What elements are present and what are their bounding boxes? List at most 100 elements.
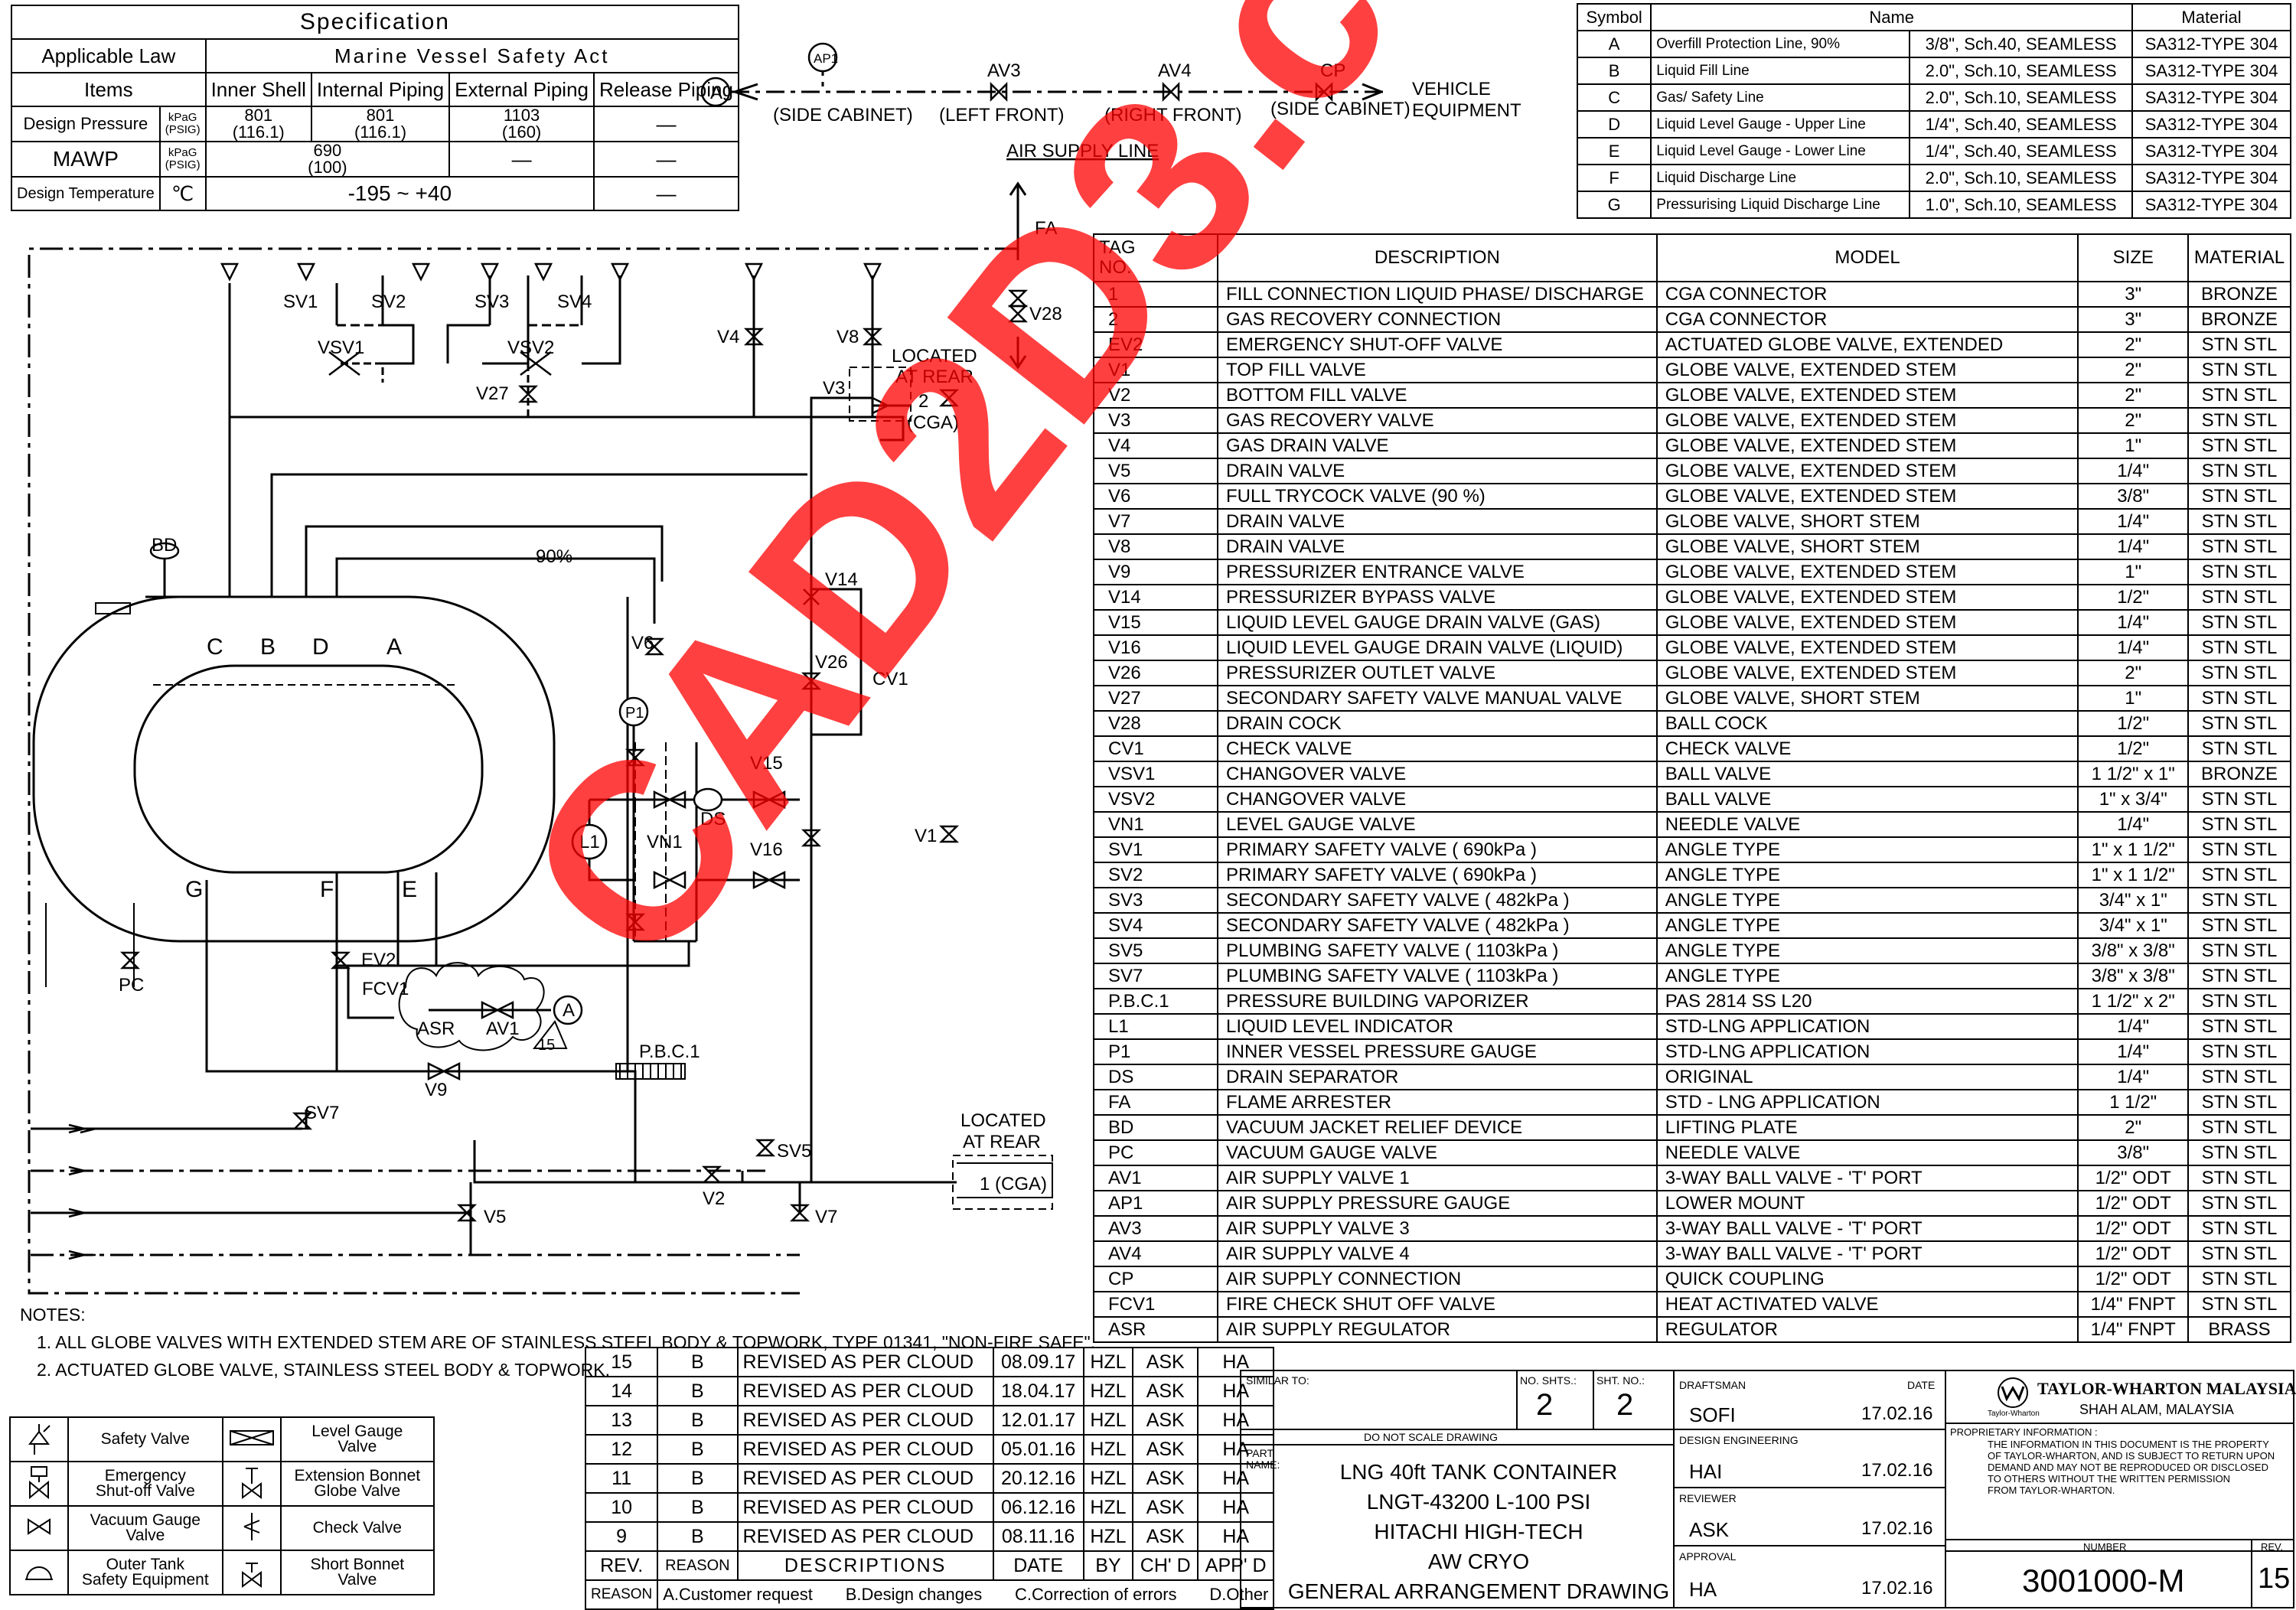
logo-small-text: Taylor-Wharton <box>1988 1410 2040 1418</box>
description-cell: EMERGENCY SHUT-OFF VALVE <box>1217 331 1658 358</box>
rev-date: 06.12.16 <box>992 1492 1084 1523</box>
rev-date: 08.11.16 <box>992 1521 1084 1552</box>
model-cell: CHECK VALVE <box>1655 735 2079 762</box>
approval-label: APPROVAL <box>1679 1550 1737 1563</box>
svg-text:SV1: SV1 <box>283 292 318 312</box>
cell-value: -195 ~ +40 <box>204 176 595 211</box>
tag-cell: V15 <box>1093 609 1218 636</box>
reason-legend: A.Customer request B.Design changes C.Co… <box>657 1579 1275 1610</box>
svg-text:SV5: SV5 <box>777 1141 811 1162</box>
line-name-cell: Overfill Protection Line, 90% <box>1650 30 1911 58</box>
rev-approved: HA <box>1197 1405 1275 1436</box>
l1-indicator-icon <box>571 823 608 860</box>
part-name-line: HITACHI HIGH-TECH <box>1374 1520 1583 1543</box>
symbol-cell: A <box>1576 30 1652 58</box>
tag-cell: V16 <box>1093 634 1218 661</box>
material-cell: STN STL <box>2187 811 2291 838</box>
part-name-line: GENERAL ARRANGEMENT DRAWING <box>1287 1579 1670 1603</box>
rev-header: DATE <box>992 1550 1084 1581</box>
description-cell: CHANGOVER VALVE <box>1217 761 1658 787</box>
material-cell: STN STL <box>2187 786 2291 813</box>
reason-a: A.Customer request <box>663 1585 813 1604</box>
size-cell: 1" x 1 1/2" <box>2077 862 2190 888</box>
tag-cell: SV1 <box>1093 836 1218 863</box>
material-cell: STN STL <box>2187 508 2291 535</box>
model-cell: 3-WAY BALL VALVE - 'T' PORT <box>1655 1240 2079 1267</box>
rev-checked: ASK <box>1132 1376 1199 1406</box>
row-unit: kPaG (PSIG) <box>158 106 207 142</box>
description-cell: SECONDARY SAFETY VALVE ( 482kPa ) <box>1217 912 1658 939</box>
tag-cell: FA <box>1093 1089 1218 1116</box>
size-cell: 1/2" ODT <box>2077 1165 2190 1191</box>
material-cell: SA312-TYPE 304 <box>2131 30 2291 58</box>
col-description: DESCRIPTION <box>1217 233 1658 282</box>
design-eng-date: 17.02.16 <box>1861 1460 1933 1481</box>
rev-no: 10 <box>584 1492 659 1523</box>
tag-cell: VN1 <box>1093 811 1218 838</box>
rev-by: HZL <box>1082 1521 1134 1552</box>
rev-reason: B <box>657 1347 739 1377</box>
material-cell: STN STL <box>2187 1240 2291 1267</box>
company-location: SHAH ALAM, MALAYSIA <box>2079 1402 2234 1417</box>
rev-no: 12 <box>584 1434 659 1465</box>
model-cell: GLOBE VALVE, EXTENDED STEM <box>1655 483 2079 510</box>
vent-line <box>28 247 1018 1295</box>
description-cell: LIQUID LEVEL GAUGE DRAIN VALVE (LIQUID) <box>1217 634 1658 661</box>
pipe-spec-cell: 1.0", Sch.10, SEAMLESS <box>1909 191 2134 219</box>
svg-text:V3: V3 <box>823 378 845 399</box>
legend-label: Level Gauge Valve <box>279 1416 435 1462</box>
model-cell: ANGLE TYPE <box>1655 912 2079 939</box>
description-cell: DRAIN SEPARATOR <box>1217 1064 1658 1090</box>
do-not-scale: DO NOT SCALE DRAWING <box>1364 1431 1499 1443</box>
rev-reason: B <box>657 1405 739 1436</box>
material-cell: STN STL <box>2187 559 2291 585</box>
company-name: TAYLOR-WHARTON MALAYSIA <box>2037 1379 2296 1398</box>
ds-separator-icon <box>693 787 723 812</box>
draftsman-label: DRAFTSMAN <box>1679 1379 1746 1391</box>
symbol-cell: E <box>1576 137 1652 165</box>
taylor-wharton-logo-icon <box>1998 1377 2028 1408</box>
col-material: Material <box>2131 3 2291 31</box>
size-cell: 3/8" <box>2077 1139 2190 1166</box>
line-name-cell: Gas/ Safety Line <box>1650 83 1911 112</box>
svg-text:V2: V2 <box>703 1188 725 1209</box>
rev-checked: ASK <box>1132 1434 1199 1465</box>
model-cell: BALL COCK <box>1655 710 2079 737</box>
description-cell: FULL TRYCOCK VALVE (90 %) <box>1217 483 1658 510</box>
description-cell: LIQUID LEVEL GAUGE DRAIN VALVE (GAS) <box>1217 609 1658 636</box>
pipe-spec-cell: 2.0", Sch.10, SEAMLESS <box>1909 164 2134 192</box>
tag-cell: VSV2 <box>1093 786 1218 813</box>
model-cell: CGA CONNECTOR <box>1655 281 2079 308</box>
tag-cell: VSV1 <box>1093 761 1218 787</box>
tag-cell: V26 <box>1093 660 1218 686</box>
rev-description: REVISED AS PER CLOUD <box>736 1376 994 1406</box>
tag-cell: CP <box>1093 1266 1218 1292</box>
svg-text:DS: DS <box>700 809 726 829</box>
description-cell: GAS RECOVERY VALVE <box>1217 407 1658 434</box>
tag-cell: V7 <box>1093 508 1218 535</box>
tag-cell: P1 <box>1093 1038 1218 1065</box>
description-cell: FIRE CHECK SHUT OFF VALVE <box>1217 1291 1658 1318</box>
col-external-piping: External Piping <box>448 72 595 107</box>
rev-approved: HA <box>1197 1347 1275 1377</box>
model-cell: GLOBE VALVE, EXTENDED STEM <box>1655 357 2079 383</box>
size-cell: 2" <box>2077 407 2190 434</box>
check-valve-icon <box>221 1505 282 1551</box>
proprietary-line: TO OTHERS WITHOUT THE WRITTEN PERMISSION <box>1988 1473 2231 1485</box>
tag-cell: V2 <box>1093 382 1218 409</box>
no-shts-label: NO. SHTS.: <box>1520 1374 1577 1387</box>
date-label: DATE <box>1907 1379 1936 1391</box>
svg-text:A: A <box>386 634 402 660</box>
material-cell: STN STL <box>2187 458 2291 484</box>
svg-text:AIR SUPPLY LINE: AIR SUPPLY LINE <box>1006 141 1159 161</box>
